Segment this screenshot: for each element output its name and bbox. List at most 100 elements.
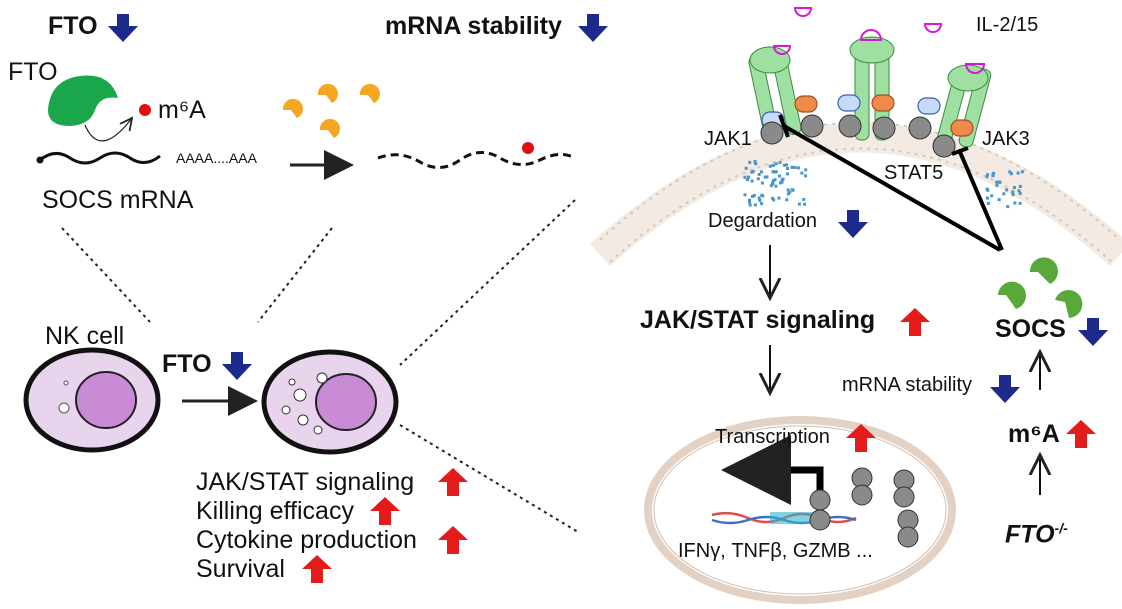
signal-dot xyxy=(756,177,760,181)
signal-dot xyxy=(786,188,790,192)
signal-dot xyxy=(803,202,807,206)
transcription-label: Transcription xyxy=(715,426,830,448)
signal-dot xyxy=(773,170,777,174)
signal-dot xyxy=(1020,170,1024,174)
signal-dot xyxy=(1018,185,1022,188)
signal-dot xyxy=(748,160,752,164)
signal-dot xyxy=(1006,205,1010,209)
signal-dot xyxy=(781,177,785,181)
signal-dot xyxy=(759,170,763,174)
fragmented-m6a-dot xyxy=(522,142,534,154)
signal-dot xyxy=(753,203,757,207)
signal-dot xyxy=(778,174,781,178)
signal-dot xyxy=(986,188,990,192)
fragmented-mrna xyxy=(377,151,576,169)
demethylation-arrow xyxy=(84,118,132,142)
signal-dot xyxy=(757,196,761,200)
signal-dot xyxy=(751,194,754,198)
signal-dot xyxy=(995,180,999,184)
cell-membrane xyxy=(589,121,1122,267)
dna-helix xyxy=(711,511,857,525)
signal-dot xyxy=(751,169,755,173)
mrna-stability-down-arrow xyxy=(990,375,1020,403)
outcome-jak-stat-up-arrow xyxy=(438,468,468,496)
m6a-dot xyxy=(139,104,151,116)
receptor-2 xyxy=(849,36,895,141)
outcome-cytokine: Cytokine production xyxy=(196,526,417,554)
signal-dot xyxy=(800,171,804,175)
fto-header-down-arrow xyxy=(108,14,138,42)
jak-stat-signaling-label: JAK/STAT signaling xyxy=(640,306,876,334)
socs-label: SOCS xyxy=(995,315,1066,343)
signal-dot xyxy=(786,172,789,176)
signal-dot xyxy=(773,178,777,182)
signal-dot xyxy=(777,196,781,200)
stat5-membrane xyxy=(760,114,956,158)
signal-dot xyxy=(763,175,767,179)
signal-dot xyxy=(1013,201,1017,205)
fto-header: FTO xyxy=(48,12,98,40)
effector-genes-label: IFNγ, TNFβ, GZMB ... xyxy=(678,540,873,562)
signal-dot xyxy=(753,161,757,165)
signal-dot xyxy=(785,163,789,167)
signal-dot xyxy=(997,198,1001,202)
signal-dot xyxy=(985,175,989,179)
m6a-label-top: m⁶A xyxy=(158,96,206,124)
transcription-up-arrow xyxy=(846,424,876,452)
polya-tail-label: AAAA....AAA xyxy=(176,150,257,166)
fto-protein-shape xyxy=(48,75,118,126)
signal-dot xyxy=(790,165,794,169)
signal-dot xyxy=(769,184,773,188)
outcome-survival-up-arrow xyxy=(302,555,332,583)
signal-dot xyxy=(804,174,808,178)
signal-dot xyxy=(750,179,754,183)
nk-cell-right xyxy=(261,349,399,455)
signal-dots-left xyxy=(743,160,808,207)
signal-dot xyxy=(797,166,800,170)
connector-lines xyxy=(61,199,579,533)
signal-dot xyxy=(778,161,782,165)
il-label: IL-2/15 xyxy=(976,14,1039,36)
signal-dot xyxy=(753,160,757,163)
m6a-label-right: m⁶A xyxy=(1008,420,1060,448)
signal-dot xyxy=(786,192,790,196)
signal-dot xyxy=(771,181,774,185)
signal-dot xyxy=(1011,190,1015,194)
jak1-label: JAK1 xyxy=(704,128,752,150)
signal-dot xyxy=(743,193,747,197)
signal-dot xyxy=(1018,191,1022,195)
signal-dot xyxy=(1011,193,1015,197)
signal-dot xyxy=(1016,171,1020,175)
socs-mrna-strand xyxy=(39,151,161,165)
indicator-arrows xyxy=(108,14,1108,583)
jak3-label: JAK3 xyxy=(982,128,1030,150)
signal-dot xyxy=(765,175,769,179)
signal-dot xyxy=(986,173,989,177)
signal-dot xyxy=(774,170,778,174)
outcome-cytokine-up-arrow xyxy=(438,526,468,554)
signal-dot xyxy=(995,183,999,187)
socs-mrna-label: SOCS mRNA xyxy=(42,186,194,214)
signal-dot xyxy=(760,202,764,206)
signal-dot xyxy=(743,175,747,179)
signal-dot xyxy=(774,162,778,166)
signal-dot xyxy=(744,166,748,170)
signal-dot xyxy=(797,202,801,206)
signal-dot xyxy=(748,198,751,202)
socs-proteins xyxy=(998,257,1083,318)
signal-dot xyxy=(760,193,764,197)
nk-cell-left xyxy=(23,347,161,453)
stat5-label: STAT5 xyxy=(884,162,944,184)
signal-dot xyxy=(1017,189,1021,193)
signal-dot xyxy=(1002,192,1006,196)
fto-knockdown-label: FTO xyxy=(162,350,212,378)
signal-dot xyxy=(771,170,775,174)
signal-dot xyxy=(790,188,794,192)
signal-dot xyxy=(997,180,1001,184)
degradation-label: Degardation xyxy=(708,210,817,232)
signal-dot xyxy=(758,198,762,202)
signal-dot xyxy=(757,173,761,176)
signal-dot xyxy=(747,175,751,179)
signal-dot xyxy=(1009,172,1013,176)
